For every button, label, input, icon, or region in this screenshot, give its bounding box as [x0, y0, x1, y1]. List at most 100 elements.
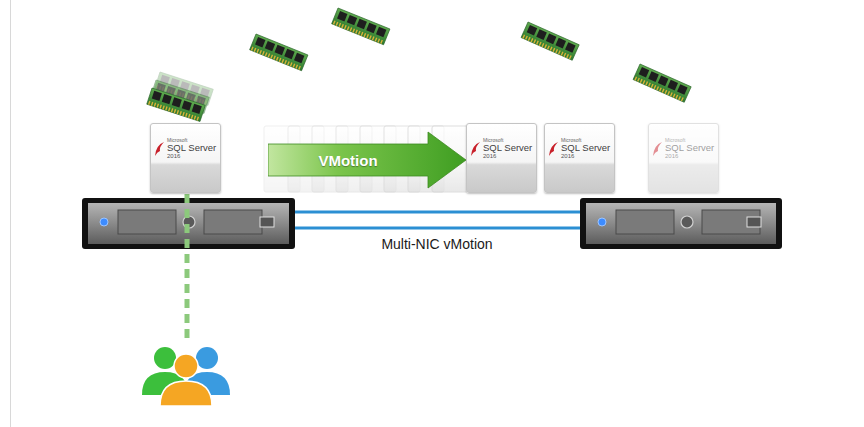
logo-product: SQL Server	[167, 143, 216, 153]
ram-pin	[676, 95, 678, 99]
ram-pin	[570, 55, 572, 59]
ram-pin	[174, 109, 175, 113]
memory-pages	[147, 8, 691, 121]
sql-swoosh	[549, 142, 558, 156]
ram-pin	[526, 36, 528, 40]
drive-bay	[702, 210, 760, 234]
server-port	[260, 217, 274, 227]
ram-pin	[668, 91, 670, 95]
ram-pin	[180, 111, 181, 115]
power-led	[100, 218, 108, 226]
ram-pin	[378, 39, 379, 43]
ram-pin	[564, 53, 566, 57]
ram-pin	[528, 37, 530, 41]
page-frame	[11, 0, 864, 427]
ghost-vms	[264, 126, 468, 192]
link-label: Multi-NIC vMotion	[378, 236, 495, 252]
user-access-arrow	[176, 174, 198, 338]
ram-pin	[651, 84, 653, 88]
ram-pin	[682, 97, 684, 101]
ram-pin	[257, 49, 258, 53]
ram-pin	[649, 83, 651, 87]
nic-link	[295, 227, 580, 230]
ram-pin	[347, 26, 348, 30]
ram-pin	[671, 93, 673, 97]
ram-pin	[152, 102, 153, 106]
ram-chip	[376, 27, 386, 37]
user-head	[154, 347, 176, 369]
ram-pin	[545, 44, 547, 48]
ram-pin	[673, 94, 675, 98]
drive-bay	[118, 210, 176, 234]
ram-board	[332, 8, 390, 45]
ram-pin	[353, 29, 354, 33]
server-port	[747, 217, 761, 227]
drive-bay	[616, 210, 674, 234]
ram-pin	[657, 86, 659, 90]
ram-chip	[677, 84, 688, 95]
ram-pin	[263, 51, 264, 55]
ram-pin	[279, 58, 280, 62]
ram-pin	[296, 65, 297, 69]
ram-pin	[556, 49, 558, 53]
ram-pin	[356, 30, 357, 34]
ram-pin	[548, 46, 550, 50]
ram-pin	[197, 117, 198, 121]
drive-bay	[204, 210, 262, 234]
ram-pin	[183, 112, 184, 116]
dashed-arrow	[185, 188, 190, 338]
ram-pin	[265, 52, 266, 56]
ram-chip	[527, 25, 538, 36]
users-icon	[142, 347, 230, 406]
ram-pin	[646, 82, 648, 86]
logo-product: SQL Server	[665, 143, 714, 153]
ram-pin	[191, 115, 192, 119]
ram-pin	[567, 54, 569, 58]
vmotion-arrow: VMotion	[268, 130, 466, 190]
ram-chip	[337, 11, 347, 21]
ram-pin	[290, 63, 291, 67]
ram-pin	[285, 60, 286, 64]
user-body	[160, 381, 212, 406]
ram-pin	[342, 24, 343, 28]
ram-pin	[550, 47, 552, 51]
sql-logo-mark	[470, 141, 481, 157]
ram-pin	[359, 31, 360, 35]
ram-pin	[336, 22, 337, 26]
ram-pin	[559, 51, 561, 55]
user-head	[174, 354, 198, 378]
ram-pin	[194, 116, 195, 120]
ram-chip	[152, 91, 162, 101]
ram-module	[250, 34, 308, 71]
ram-pin	[640, 79, 642, 83]
ram-pin	[635, 77, 637, 81]
ram-pin	[277, 57, 278, 61]
ram-module	[633, 64, 691, 102]
sql-swoosh	[155, 142, 164, 156]
ram-pin	[381, 40, 382, 44]
ram-pin	[154, 103, 155, 107]
logo-version: 2016	[561, 153, 610, 159]
ram-pin	[251, 47, 252, 51]
ram-pin	[662, 89, 664, 93]
power-led	[598, 218, 606, 226]
ram-pin	[282, 59, 283, 63]
ram-chip	[639, 67, 650, 78]
ram-pin	[361, 32, 362, 36]
ram-board	[521, 22, 579, 60]
ram-pin	[679, 96, 681, 100]
ram-pin	[186, 113, 187, 117]
ram-pin	[523, 35, 525, 39]
ram-pin	[189, 114, 190, 118]
ram-pin	[375, 38, 376, 42]
ram-chip	[182, 101, 192, 111]
sql-swoosh	[471, 142, 480, 156]
ram-pin	[177, 110, 178, 114]
arrow-label: VMotion	[318, 152, 377, 169]
ram-chip	[275, 45, 285, 55]
ram-pin	[333, 21, 334, 25]
ram-pin	[157, 104, 158, 108]
ram-chip	[536, 29, 547, 40]
vm-box: MicrosoftSQL Server2016	[466, 123, 537, 193]
